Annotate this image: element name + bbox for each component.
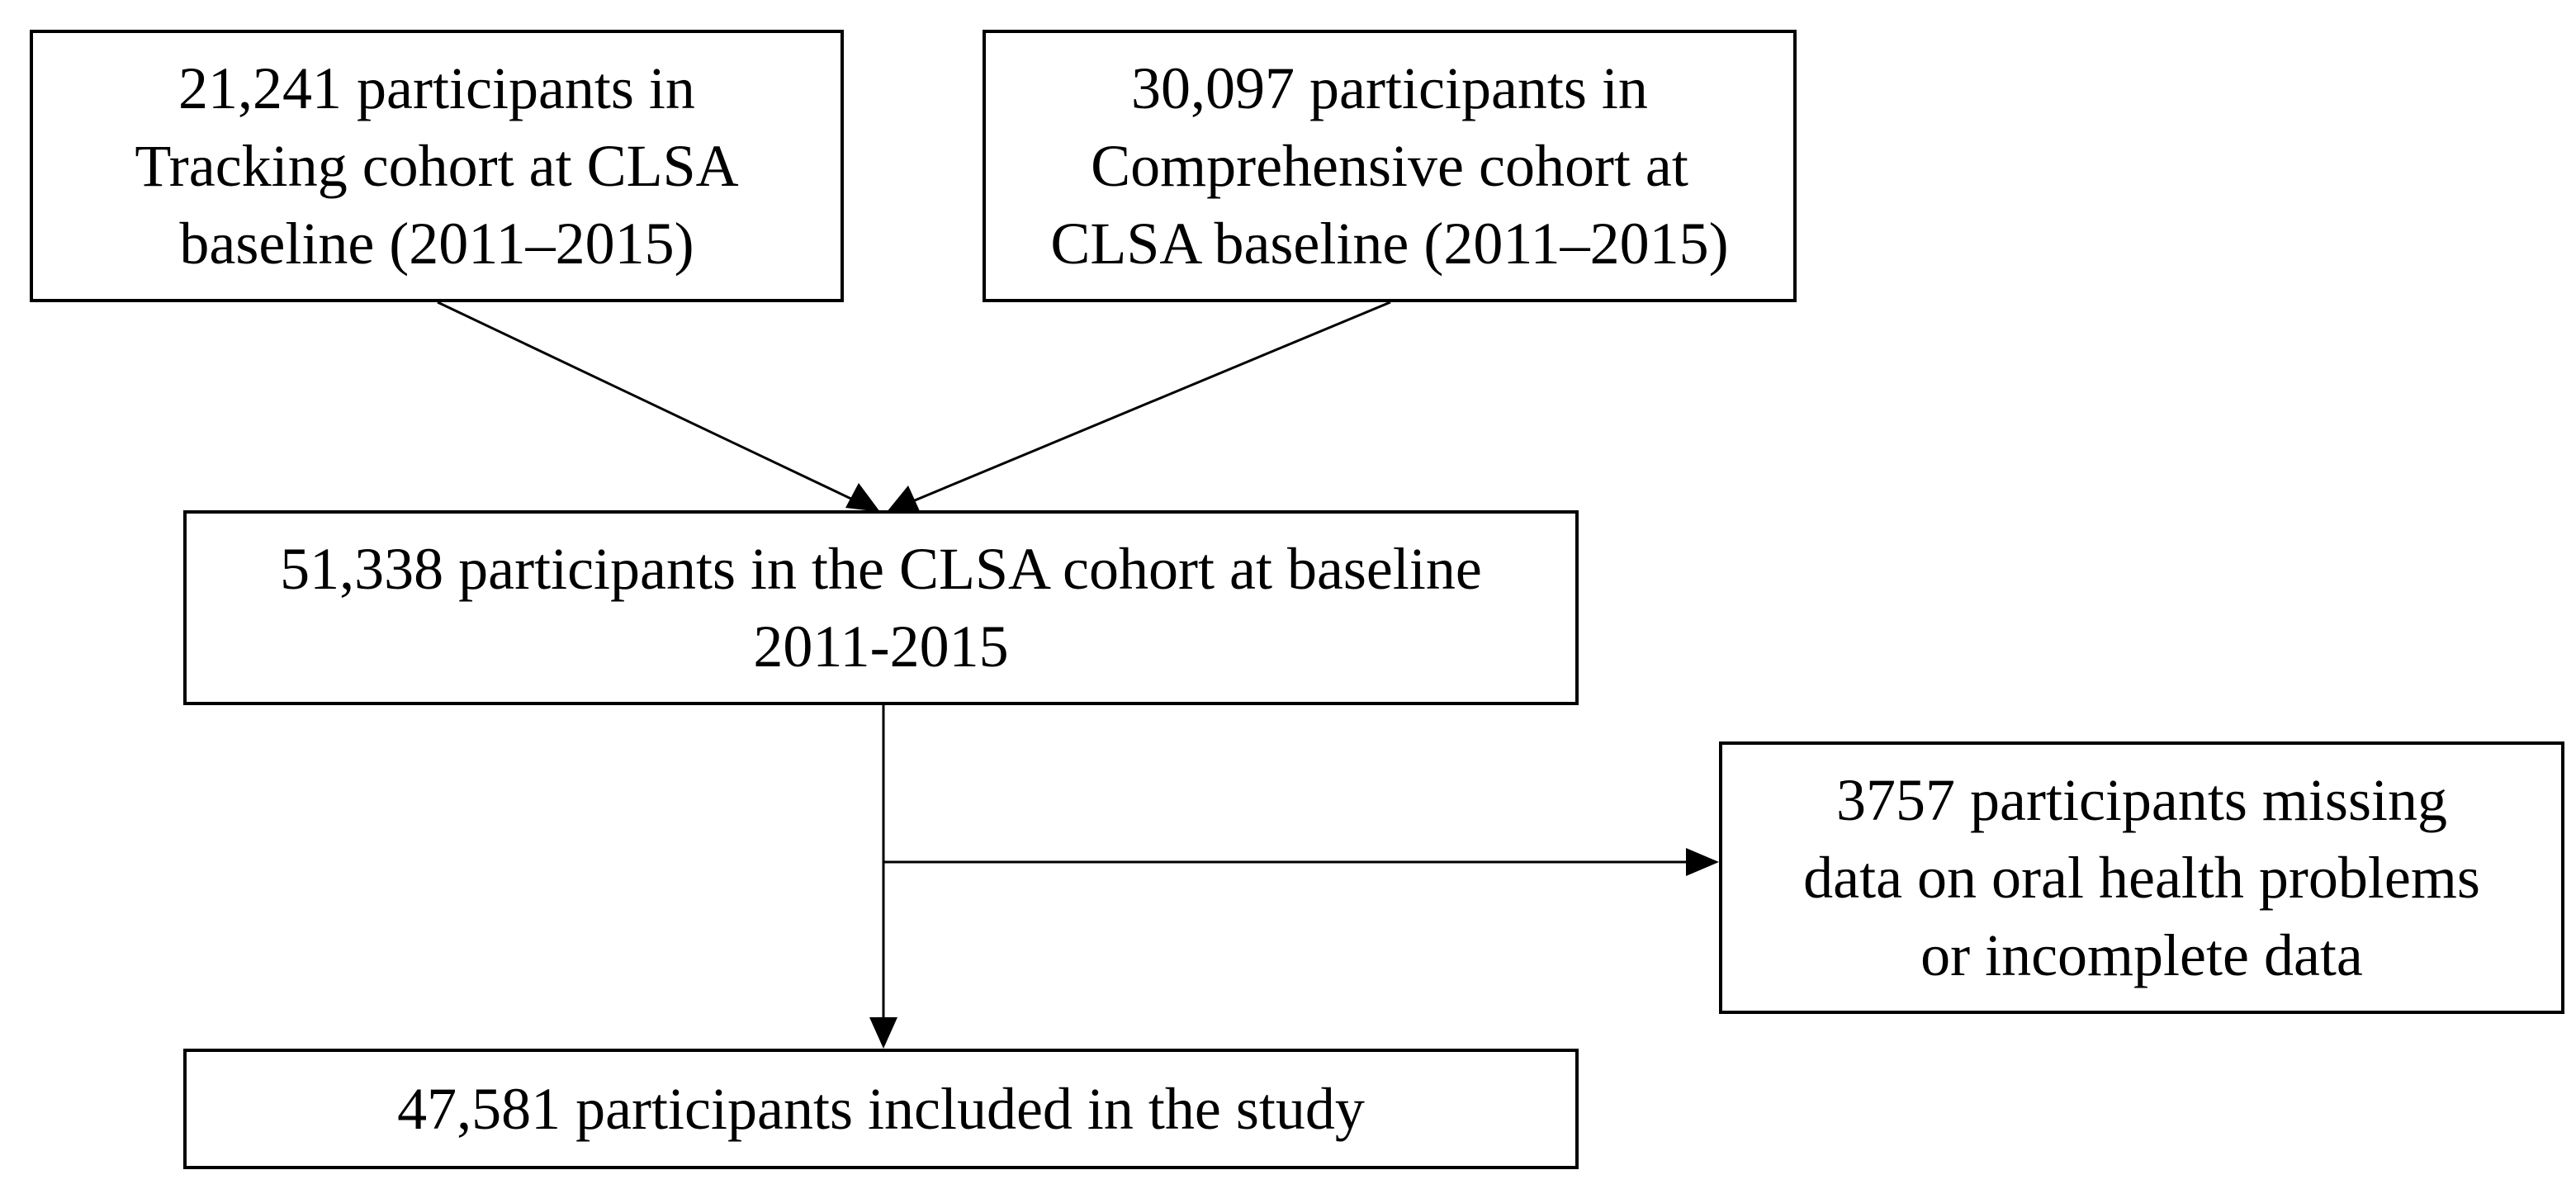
excluded-line-1: 3757 participants missing xyxy=(1836,767,2447,833)
comprehensive-cohort-line-3: CLSA baseline (2011–2015) xyxy=(1050,211,1729,277)
excluded-line-2: data on oral health problems xyxy=(1803,845,2480,911)
comprehensive-cohort-box: 30,097 participants in Comprehensive coh… xyxy=(983,30,1797,302)
baseline-cohort-line-1: 51,338 participants in the CLSA cohort a… xyxy=(280,536,1482,602)
arrowhead-branch-to-excluded xyxy=(1686,848,1719,876)
included-participants-box: 47,581 participants included in the stud… xyxy=(183,1049,1579,1169)
arrow-tracking-to-baseline xyxy=(437,301,873,510)
excluded-line-3: or incomplete data xyxy=(1920,922,2363,988)
arrowhead-comprehensive-to-baseline xyxy=(887,486,920,512)
tracking-cohort-box: 21,241 participants in Tracking cohort a… xyxy=(30,30,844,302)
tracking-cohort-line-2: Tracking cohort at CLSA xyxy=(135,133,739,199)
comprehensive-cohort-line-1: 30,097 participants in xyxy=(1131,55,1648,121)
arrowhead-tracking-to-baseline xyxy=(845,483,880,512)
baseline-cohort-box: 51,338 participants in the CLSA cohort a… xyxy=(183,510,1579,705)
tracking-cohort-line-1: 21,241 participants in xyxy=(178,55,695,121)
arrowhead-baseline-to-included xyxy=(869,1017,897,1049)
included-line-1: 47,581 participants included in the stud… xyxy=(397,1076,1365,1142)
excluded-participants-box: 3757 participants missing data on oral h… xyxy=(1719,741,2564,1014)
comprehensive-cohort-line-2: Comprehensive cohort at xyxy=(1091,133,1688,199)
tracking-cohort-line-3: baseline (2011–2015) xyxy=(179,211,694,277)
arrow-comprehensive-to-baseline xyxy=(894,301,1391,510)
baseline-cohort-line-2: 2011-2015 xyxy=(753,613,1009,680)
